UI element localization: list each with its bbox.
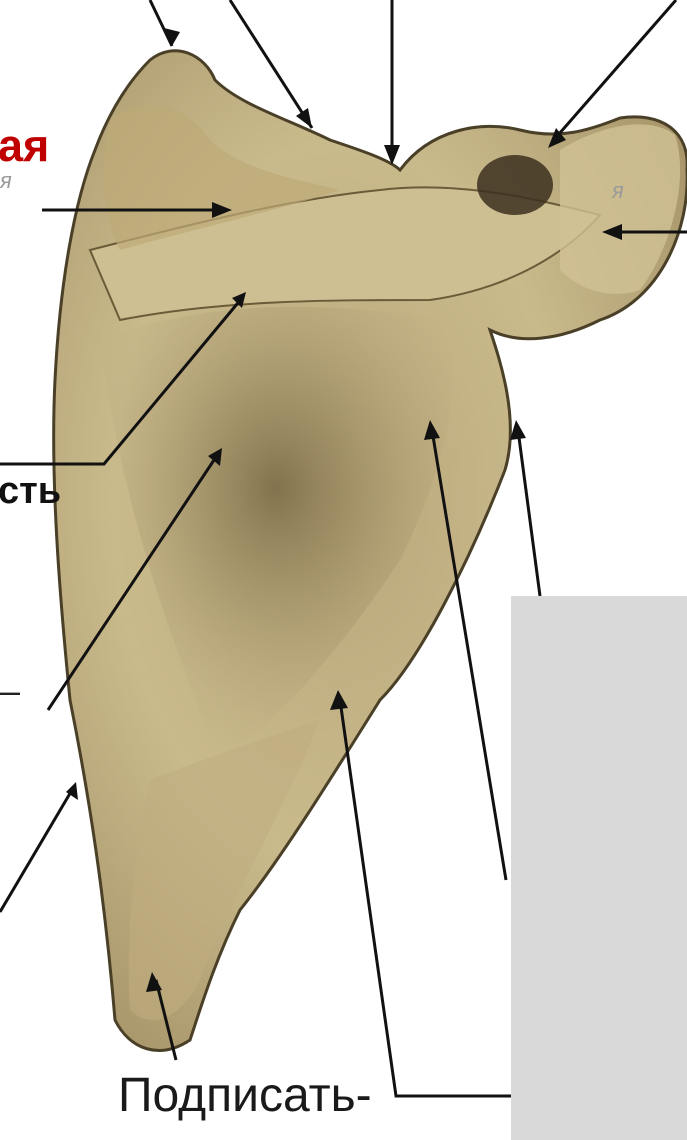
label-small-left: я <box>0 168 12 194</box>
pointer-right-lateral-border <box>518 430 540 596</box>
glenoid-notch <box>477 155 553 215</box>
answer-panel <box>511 596 687 1140</box>
label-dash-fragment: – <box>0 670 20 712</box>
caption-sign: Подписать- <box>118 1068 372 1123</box>
pointer-top-1 <box>150 0 172 46</box>
pointer-left-border <box>0 790 72 912</box>
label-mid-left-fragment: сть <box>0 470 61 513</box>
arrowhead <box>510 420 526 440</box>
label-top-left-fragment: ая <box>0 120 49 172</box>
label-small-right: я <box>612 178 624 204</box>
